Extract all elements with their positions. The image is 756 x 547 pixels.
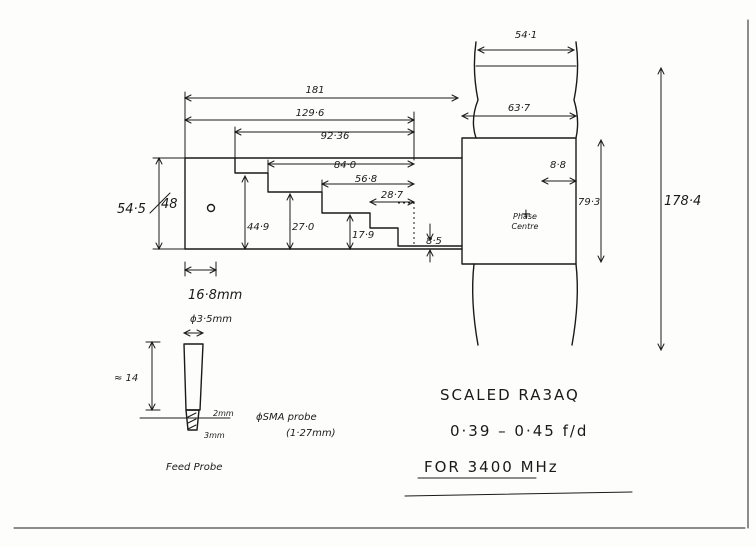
dim-44-9-label: 44·9	[247, 222, 269, 233]
dim-8-5: 8·5	[426, 223, 442, 263]
probe-tip	[185, 409, 200, 431]
dim-92-36: 92·36	[233, 126, 416, 159]
title-line-2: 0·39 – 0·45 f/d	[450, 422, 588, 440]
dim-16-8-label: 16·8mm	[188, 288, 242, 303]
dim-17-9-label: 17·9	[352, 230, 374, 241]
dim-63-7-label: 63·7	[508, 103, 531, 114]
septum-block	[184, 157, 463, 250]
waveguide-right-bottom	[571, 263, 579, 346]
probe-hole	[206, 203, 216, 213]
step-hidden-line	[398, 202, 415, 246]
dim-8-8-label: 8·8	[550, 160, 566, 171]
title-line-1: SCALED RA3AQ	[440, 386, 580, 404]
dim-54-1: 54·1	[476, 30, 576, 54]
dim-16-8: 16·8mm	[183, 261, 242, 303]
title-underline-2	[404, 491, 633, 497]
dim-63-7: 63·7	[460, 103, 578, 120]
dim-44-9: 44·9	[241, 174, 269, 251]
dim-181: 181	[183, 85, 460, 159]
dim-8-5-label: 8·5	[426, 236, 442, 247]
phase-centre-label-2: Centre	[512, 222, 539, 231]
dim-48-label: 48	[161, 197, 178, 212]
dim-129-6: 129·6	[183, 108, 416, 161]
waveguide-box	[461, 137, 577, 265]
sma-probe-label-2: (1·27mm)	[286, 428, 336, 439]
dim-54-5-label: 54·5	[117, 202, 146, 217]
title-line-3: FOR 3400 MHz	[424, 458, 559, 476]
feed-probe-caption: Feed Probe	[166, 462, 222, 473]
dim-28-7-label: 28·7	[381, 190, 404, 201]
dim-27-0-label: 27·0	[292, 222, 314, 233]
probe-body	[183, 343, 204, 411]
dim-178-4-label: 178·4	[664, 194, 701, 209]
sma-probe-label-1: ϕSMA probe	[256, 412, 317, 423]
title-block: SCALED RA3AQ 0·39 – 0·45 f/d FOR 3400 MH…	[404, 386, 633, 497]
probe-diameter-label: ϕ3·5mm	[190, 314, 232, 325]
dim-28-7: 28·7	[368, 190, 416, 206]
dim-56-8: 56·8	[320, 174, 416, 193]
waveguide-left-top	[472, 41, 479, 139]
waveguide-right-top	[573, 41, 579, 139]
probe-2mm-label: 2mm	[213, 409, 234, 418]
probe-length-label: ≈ 14	[114, 373, 138, 384]
dim-84-0: 84·0	[266, 159, 416, 174]
dim-79-3: 79·3	[578, 138, 605, 264]
probe-3mm-label: 3mm	[204, 431, 225, 440]
dim-56-8-label: 56·8	[355, 174, 377, 185]
waveguide-left-bottom	[471, 263, 479, 346]
dim-79-3-label: 79·3	[578, 197, 600, 208]
dim-54-5: 54·5 48	[117, 156, 186, 251]
feed-probe-detail: ϕ3·5mm ≈ 14 2mm 3mm ϕSMA probe (1·27mm) …	[114, 314, 336, 473]
waveguide-outline: + Phase Centre	[461, 41, 579, 346]
dim-54-1-label: 54·1	[515, 30, 537, 41]
dim-178-4: 178·4	[657, 66, 701, 352]
dim-84-0-label: 84·0	[334, 160, 356, 171]
phase-centre-marker: +	[521, 207, 532, 222]
dim-129-6-label: 129·6	[296, 108, 325, 119]
dim-92-36-label: 92·36	[321, 131, 350, 142]
dim-27-0: 27·0	[286, 192, 314, 251]
dim-17-9: 17·9	[346, 213, 374, 251]
dim-181-label: 181	[305, 85, 324, 96]
phase-centre-label-1: Phase	[513, 212, 537, 221]
dim-8-8: 8·8	[540, 160, 578, 185]
